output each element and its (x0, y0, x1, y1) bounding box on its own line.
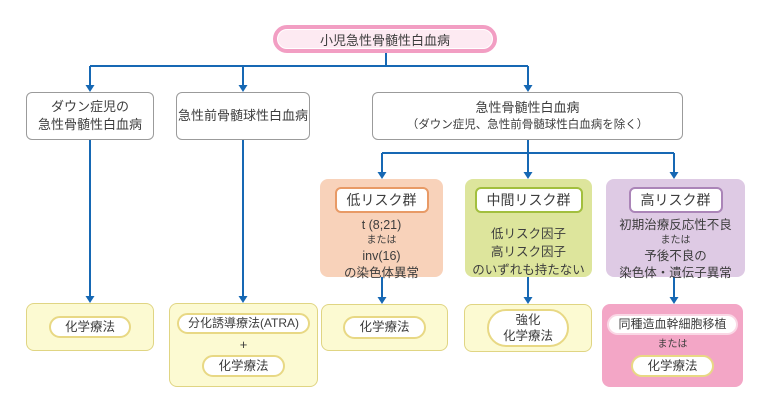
treatment-pill-stem-cell-transplant: 同種造血幹細胞移植 (607, 313, 738, 336)
risk-group-title: 中間リスク群 (474, 187, 583, 213)
risk-criteria-line: または (660, 235, 691, 247)
risk-criteria-line: 低リスク因子 (490, 227, 566, 241)
root-node-pediatric-aml: 小児急性骨髄性白血病 (273, 25, 497, 53)
risk-group-low: 低リスク群 t (8;21) または inv(16) の染色体異常 (320, 179, 443, 280)
treatment-apl: 分化誘導療法(ATRA) + 化学療法 (169, 303, 318, 387)
risk-criteria-line: または (366, 235, 397, 247)
treatment-intermediate-risk: 強化 化学療法 (464, 304, 592, 352)
treatment-low-risk: 化学療法 (321, 304, 448, 351)
risk-criteria-line: 高リスク因子 (490, 245, 566, 260)
risk-criteria-line: inv(16) (362, 249, 401, 264)
or-connector: または (657, 339, 688, 351)
branch-label-line: 急性骨髄性白血病 (37, 117, 142, 132)
risk-criteria: 低リスク因子 高リスク因子 のいずれも持たない (472, 225, 585, 279)
risk-criteria-line: のいずれも持たない (472, 263, 585, 278)
risk-criteria-line: の染色体異常 (343, 265, 419, 280)
branch-apl: 急性前骨髄球性白血病 (176, 92, 310, 140)
risk-criteria-line: 染色体・遺伝子異常 (619, 265, 732, 280)
branch-label-line: （ダウン症児、急性前骨髄球性白血病を除く） (406, 119, 649, 132)
treatment-pill-chemotherapy: 化学療法 (631, 355, 714, 378)
risk-criteria-line: 初期治療反応性不良 (619, 218, 732, 232)
risk-group-title: 高リスク群 (628, 187, 723, 213)
treatment-high-risk: 同種造血幹細胞移植 または 化学療法 (602, 304, 743, 387)
risk-group-intermediate: 中間リスク群 低リスク因子 高リスク因子 のいずれも持たない (465, 179, 592, 277)
risk-group-title: 低リスク群 (334, 187, 429, 213)
pill-line: 強化 (515, 312, 541, 327)
treatment-pill-chemotherapy: 化学療法 (343, 316, 426, 339)
treatment-down-syndrome: 化学療法 (26, 303, 154, 351)
treatment-pill-intensified-chemotherapy: 強化 化学療法 (486, 308, 569, 348)
treatment-pill-chemotherapy: 化学療法 (202, 355, 285, 378)
treatment-pill-chemotherapy: 化学療法 (48, 315, 131, 339)
root-node-label: 小児急性骨髄性白血病 (278, 30, 492, 48)
risk-criteria-line: t (8;21) (361, 218, 402, 232)
branch-down-syndrome-aml: ダウン症児の 急性骨髄性白血病 (26, 92, 154, 140)
plus-connector: + (239, 337, 248, 353)
treatment-pill-atra: 分化誘導療法(ATRA) (176, 312, 311, 335)
risk-criteria-line: 予後不良の (644, 249, 707, 264)
branch-label-line: 急性骨髄性白血病 (475, 99, 580, 115)
branch-label-line: 急性前骨髄球性白血病 (177, 107, 308, 123)
branch-aml-other: 急性骨髄性白血病 （ダウン症児、急性前骨髄球性白血病を除く） (372, 92, 683, 140)
pill-line: 化学療法 (502, 329, 553, 343)
risk-group-high: 高リスク群 初期治療反応性不良 または 予後不良の 染色体・遺伝子異常 (606, 179, 745, 280)
branch-label-line: ダウン症児の (50, 98, 129, 114)
